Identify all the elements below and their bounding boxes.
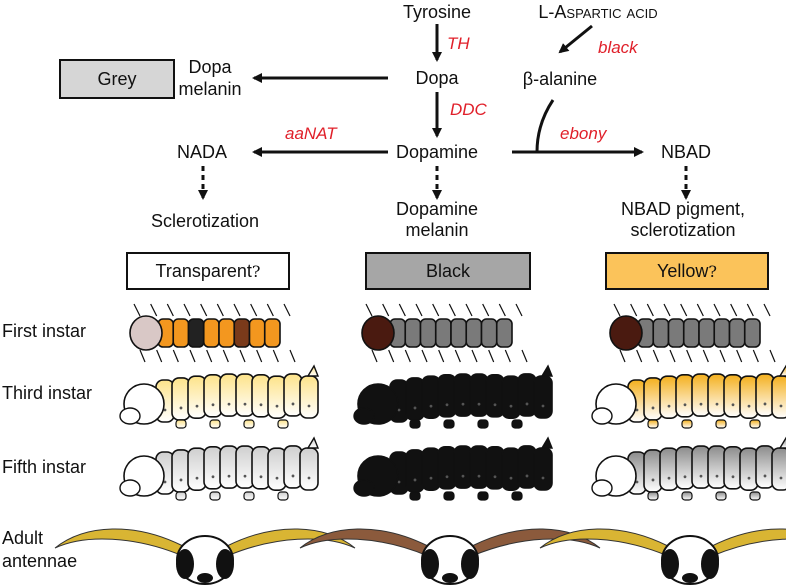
arrow-alanine-join — [535, 99, 555, 153]
first-instar-yellow — [609, 303, 776, 363]
dopamine-melanin-label-1: Dopamine — [395, 199, 479, 219]
gene-ddc: DDC — [450, 100, 487, 119]
transparent-box-question: ? — [251, 261, 261, 281]
fifth-instar-black — [353, 436, 554, 501]
antennae-transparent — [54, 528, 356, 585]
gene-aanat: aaNAT — [285, 124, 337, 143]
transparent-color-box: Transparent? — [126, 252, 290, 290]
row-label-adult: Adult — [2, 528, 44, 548]
antennae-black — [299, 528, 601, 585]
first-instar-yellow-head — [609, 315, 643, 351]
dopa-melanin-label-2: melanin — [178, 79, 242, 99]
antennae-black-left — [299, 528, 429, 557]
dopa-melanin-label-1: Dopa — [188, 57, 232, 77]
fifth-instar-yellow — [591, 436, 786, 501]
black-box-label: Black — [425, 260, 470, 281]
nbad-pigment-label-2: sclerotization — [630, 220, 736, 240]
fifth-instar-transparent — [119, 436, 320, 501]
first-instar-transparent — [129, 303, 296, 363]
sclerotization-label: Sclerotization — [150, 211, 260, 231]
nbad-pigment-label-1: NBAD pigment, — [620, 199, 746, 219]
antennae-yellow — [539, 528, 786, 585]
antennae-transparent-left — [54, 528, 184, 557]
yellow-box-label: Yellow — [657, 260, 709, 281]
yellow-color-box: Yellow? — [605, 252, 769, 290]
gene-black: black — [598, 38, 638, 57]
row-label-third-instar: Third instar — [2, 383, 93, 403]
first-instar-transparent-head — [129, 315, 163, 351]
first-instar-black-head — [361, 315, 395, 351]
third-instar-black — [353, 364, 554, 429]
beta-alanine-label: β-alanine — [522, 69, 598, 89]
transparent-box-label: Transparent — [155, 260, 252, 281]
grey-color-box: Grey — [59, 59, 175, 99]
aspartic-acid-label: L-Aspartic acid — [538, 2, 658, 22]
tyrosine-label: Tyrosine — [402, 2, 472, 22]
gene-ebony: ebony — [560, 124, 607, 143]
row-label-first-instar: First instar — [2, 321, 87, 341]
third-instar-yellow — [591, 364, 786, 429]
antennae-yellow-right — [711, 528, 786, 557]
row-label-fifth-instar: Fifth instar — [2, 457, 87, 477]
row-label-antennae: antennae — [2, 551, 78, 571]
third-instar-transparent — [119, 364, 320, 429]
black-color-box: Black — [365, 252, 531, 290]
antennae-yellow-left — [539, 528, 669, 557]
dopamine-melanin-label-2: melanin — [405, 220, 469, 240]
dopamine-label: Dopamine — [395, 142, 479, 162]
nada-label: NADA — [176, 142, 227, 162]
dopa-label: Dopa — [415, 68, 459, 88]
first-instar-black — [361, 303, 528, 363]
arrow-aspartic-alanine — [558, 24, 593, 54]
yellow-box-question: ? — [708, 261, 717, 281]
gene-th: TH — [447, 34, 470, 53]
nbad-label: NBAD — [660, 142, 711, 162]
grey-box-label: Grey — [97, 68, 137, 89]
